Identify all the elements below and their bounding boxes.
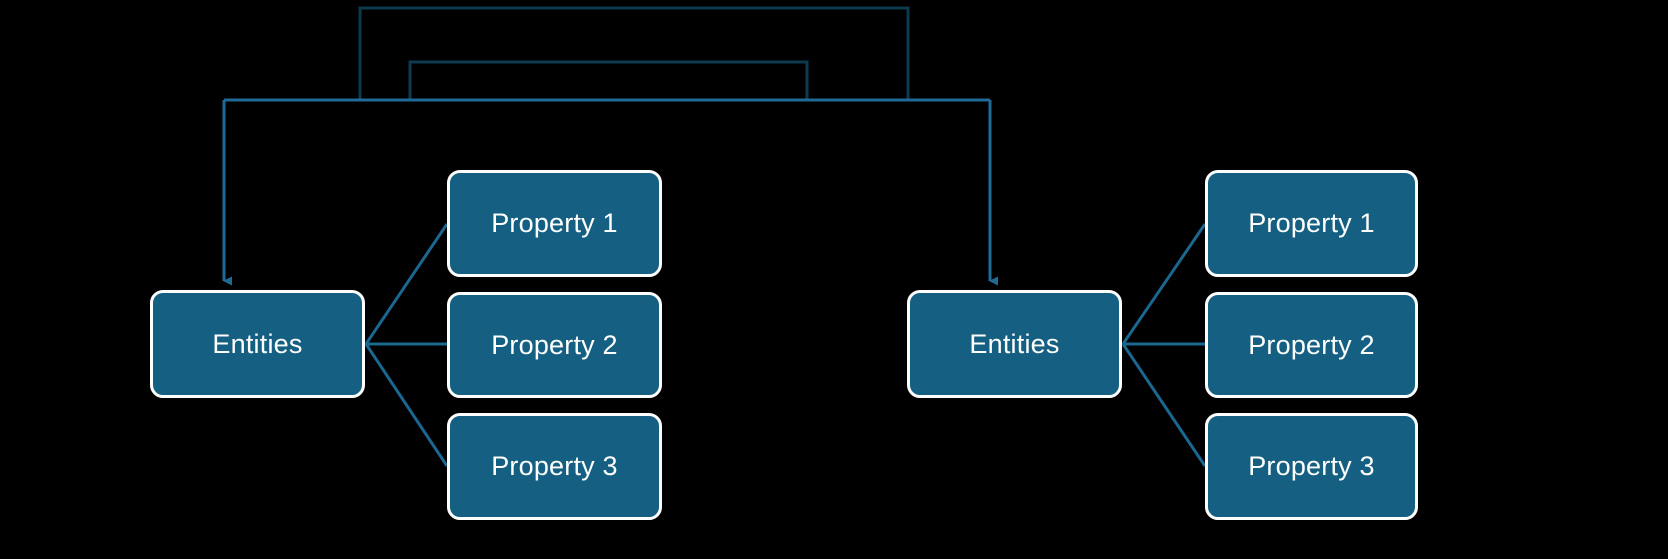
right-property-1-node[interactable]: Property 1 bbox=[1205, 170, 1418, 277]
left-property-1-node[interactable]: Property 1 bbox=[447, 170, 662, 277]
left-entities-label: Entities bbox=[212, 328, 303, 359]
left-property-2-node[interactable]: Property 2 bbox=[447, 292, 662, 398]
left-entities-node[interactable]: Entities bbox=[150, 290, 365, 398]
left-group-property-connectors bbox=[364, 223, 449, 467]
inner-bracket bbox=[408, 60, 809, 100]
connector-left-entities-to-property-1 bbox=[364, 223, 449, 345]
right-property-2-node[interactable]: Property 2 bbox=[1205, 292, 1418, 398]
right-entities-node[interactable]: Entities bbox=[907, 290, 1122, 398]
outer-bracket bbox=[358, 6, 910, 100]
right-group-property-connectors bbox=[1121, 223, 1207, 467]
left-property-3-node[interactable]: Property 3 bbox=[447, 413, 662, 520]
right-property-3-node[interactable]: Property 3 bbox=[1205, 413, 1418, 520]
connector-left-entities-to-property-3 bbox=[364, 343, 449, 467]
connector-right-entities-to-property-1 bbox=[1121, 223, 1207, 345]
left-property-1-label: Property 1 bbox=[491, 208, 618, 238]
right-property-1-label: Property 1 bbox=[1248, 208, 1375, 238]
left-property-2-label: Property 2 bbox=[491, 329, 618, 360]
connector-right-entities-to-property-3 bbox=[1121, 343, 1207, 467]
right-property-3-label: Property 3 bbox=[1248, 451, 1375, 481]
right-property-2-label: Property 2 bbox=[1248, 329, 1375, 360]
right-entities-label: Entities bbox=[969, 328, 1060, 359]
left-property-3-label: Property 3 bbox=[491, 451, 618, 481]
